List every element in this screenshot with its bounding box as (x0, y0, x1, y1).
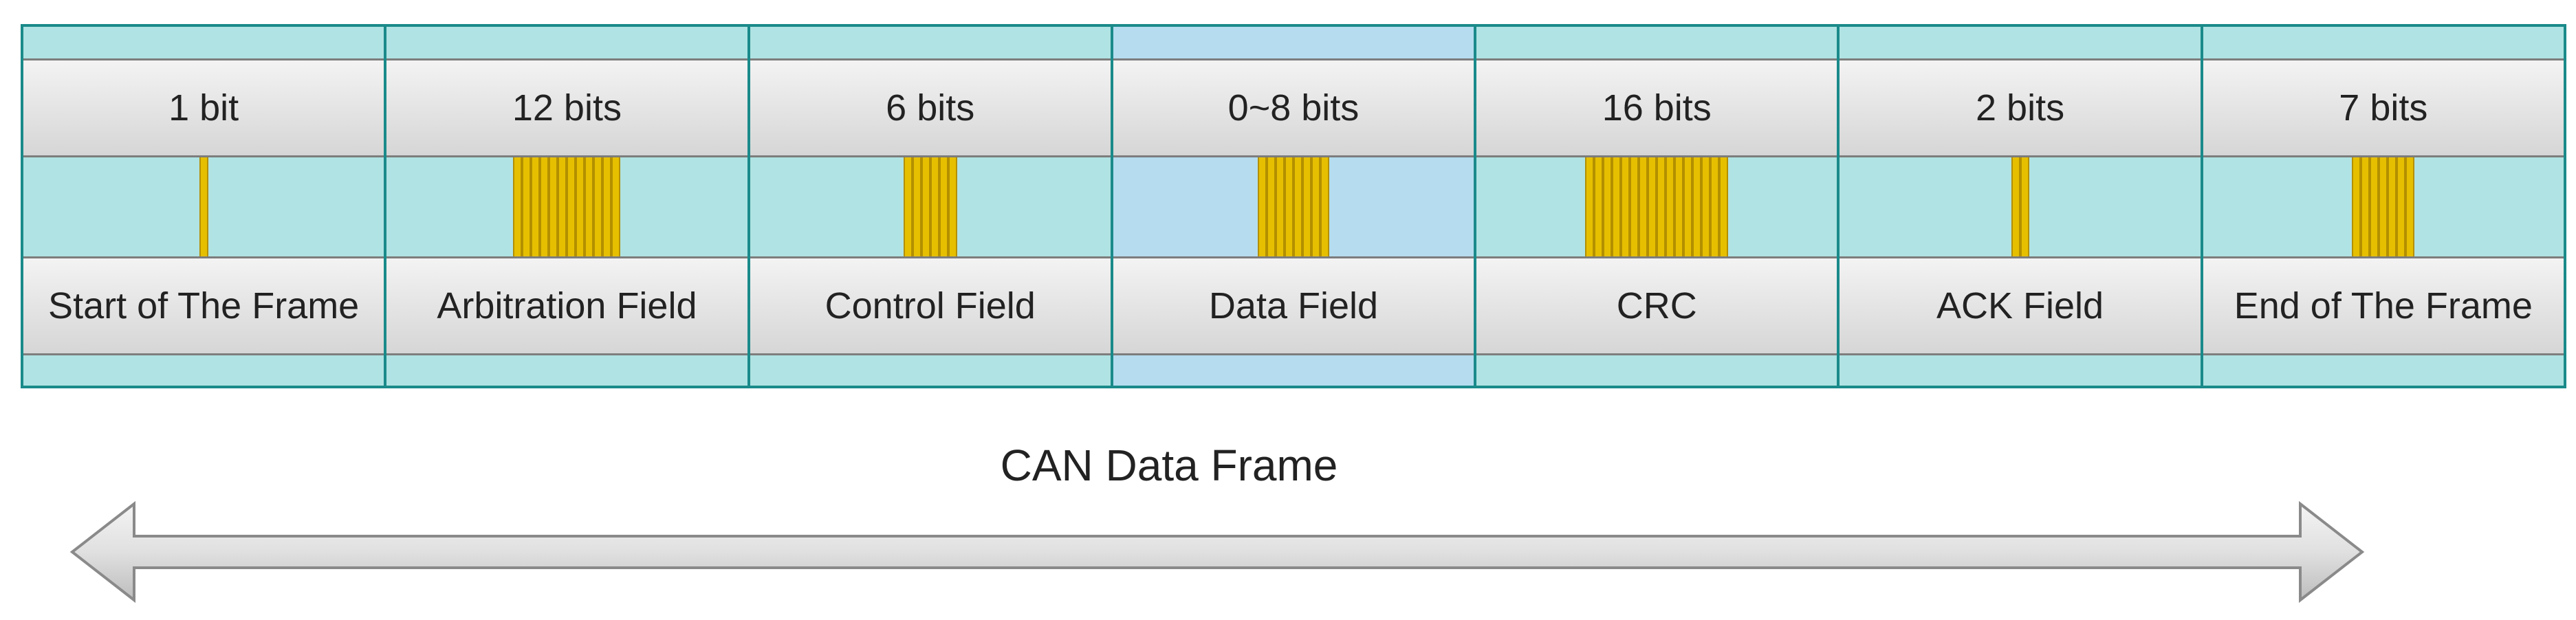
bit-cell (2352, 157, 2361, 256)
field-name-label: ACK Field (1840, 256, 2201, 355)
field-bit-count-label: 6 bits (750, 58, 1111, 157)
bit-cell (2020, 157, 2029, 256)
bit-cell (1666, 157, 1675, 256)
bit-cell (1320, 157, 1329, 256)
bit-cell (903, 157, 913, 256)
field-bits-zone (1113, 157, 1474, 256)
field-bit-count-label: 7 bits (2203, 58, 2564, 157)
bit-cell (567, 157, 576, 256)
field-name-label: CRC (1476, 256, 1837, 355)
bit-cell (1692, 157, 1702, 256)
bit-cell (1639, 157, 1648, 256)
bit-group (2352, 157, 2415, 256)
bit-cell (1683, 157, 1693, 256)
bit-cell (2397, 157, 2406, 256)
field-bit-count-label: 0~8 bits (1113, 58, 1474, 157)
bit-cell (1674, 157, 1684, 256)
bit-group (2011, 157, 2029, 256)
field-top-band (386, 27, 747, 58)
bit-cell (1621, 157, 1630, 256)
bit-cell (1302, 157, 1311, 256)
bit-cell (1293, 157, 1302, 256)
arrow-shape (69, 500, 2365, 604)
field-top-band (1840, 27, 2200, 58)
bit-cell (1311, 157, 1320, 256)
bit-cell (1275, 157, 1285, 256)
bit-cell (1603, 157, 1613, 256)
field-bit-count-label: 2 bits (1840, 58, 2201, 157)
bit-cell (549, 157, 558, 256)
bit-cell (1710, 157, 1720, 256)
field-name-label: Data Field (1113, 256, 1474, 355)
field-bit-count-label: 12 bits (386, 58, 747, 157)
bit-cell (912, 157, 921, 256)
bit-cell (921, 157, 930, 256)
bit-cell (948, 157, 957, 256)
bit-cell (585, 157, 594, 256)
bit-cell (2361, 157, 2370, 256)
bit-cell (531, 157, 541, 256)
field-bits-zone (1840, 157, 2200, 256)
field-top-band (2203, 27, 2564, 58)
field-name-label: Arbitration Field (386, 256, 747, 355)
field-name-label: End of The Frame (2203, 256, 2564, 355)
field-bits-zone (1476, 157, 1837, 256)
double-arrow-icon (69, 500, 2365, 604)
bit-cell (2379, 157, 2388, 256)
bit-cell (1594, 157, 1604, 256)
bit-cell (1701, 157, 1711, 256)
bit-cell (540, 157, 549, 256)
bit-cell (522, 157, 532, 256)
field-name-label: Start of The Frame (23, 256, 384, 355)
field-top-band (23, 27, 384, 58)
field-bits-zone (2203, 157, 2564, 256)
field-bits-zone (23, 157, 384, 256)
bit-cell (2370, 157, 2379, 256)
field-bits-zone (750, 157, 1111, 256)
bit-cell (2405, 157, 2415, 256)
field-name-label: Control Field (750, 256, 1111, 355)
bit-cell (593, 157, 603, 256)
field-bit-count-label: 1 bit (23, 58, 384, 157)
bit-cell (558, 157, 567, 256)
frame-title: CAN Data Frame (1000, 441, 1338, 490)
field-top-band (1113, 27, 1474, 58)
bit-group (1257, 157, 1329, 256)
bit-cell (1585, 157, 1595, 256)
bit-cell (2011, 157, 2020, 256)
bit-cell (199, 157, 208, 256)
bit-cell (576, 157, 585, 256)
field-bit-count-label: 16 bits (1476, 58, 1837, 157)
field-top-band (750, 27, 1111, 58)
bit-cell (1657, 157, 1666, 256)
field-top-band (1476, 27, 1837, 58)
bit-cell (611, 157, 621, 256)
bit-group (199, 157, 208, 256)
bit-group (903, 157, 957, 256)
bit-cell (1284, 157, 1294, 256)
bit-cell (1648, 157, 1657, 256)
bit-cell (1612, 157, 1622, 256)
bit-cell (513, 157, 523, 256)
bit-cell (1719, 157, 1729, 256)
bit-cell (602, 157, 612, 256)
bit-cell (1630, 157, 1639, 256)
bit-cell (939, 157, 948, 256)
bit-cell (2388, 157, 2397, 256)
bit-group (513, 157, 621, 256)
field-bits-zone (386, 157, 747, 256)
bit-cell (930, 157, 939, 256)
bit-cell (1266, 157, 1276, 256)
bit-cell (1257, 157, 1267, 256)
bit-group (1585, 157, 1729, 256)
